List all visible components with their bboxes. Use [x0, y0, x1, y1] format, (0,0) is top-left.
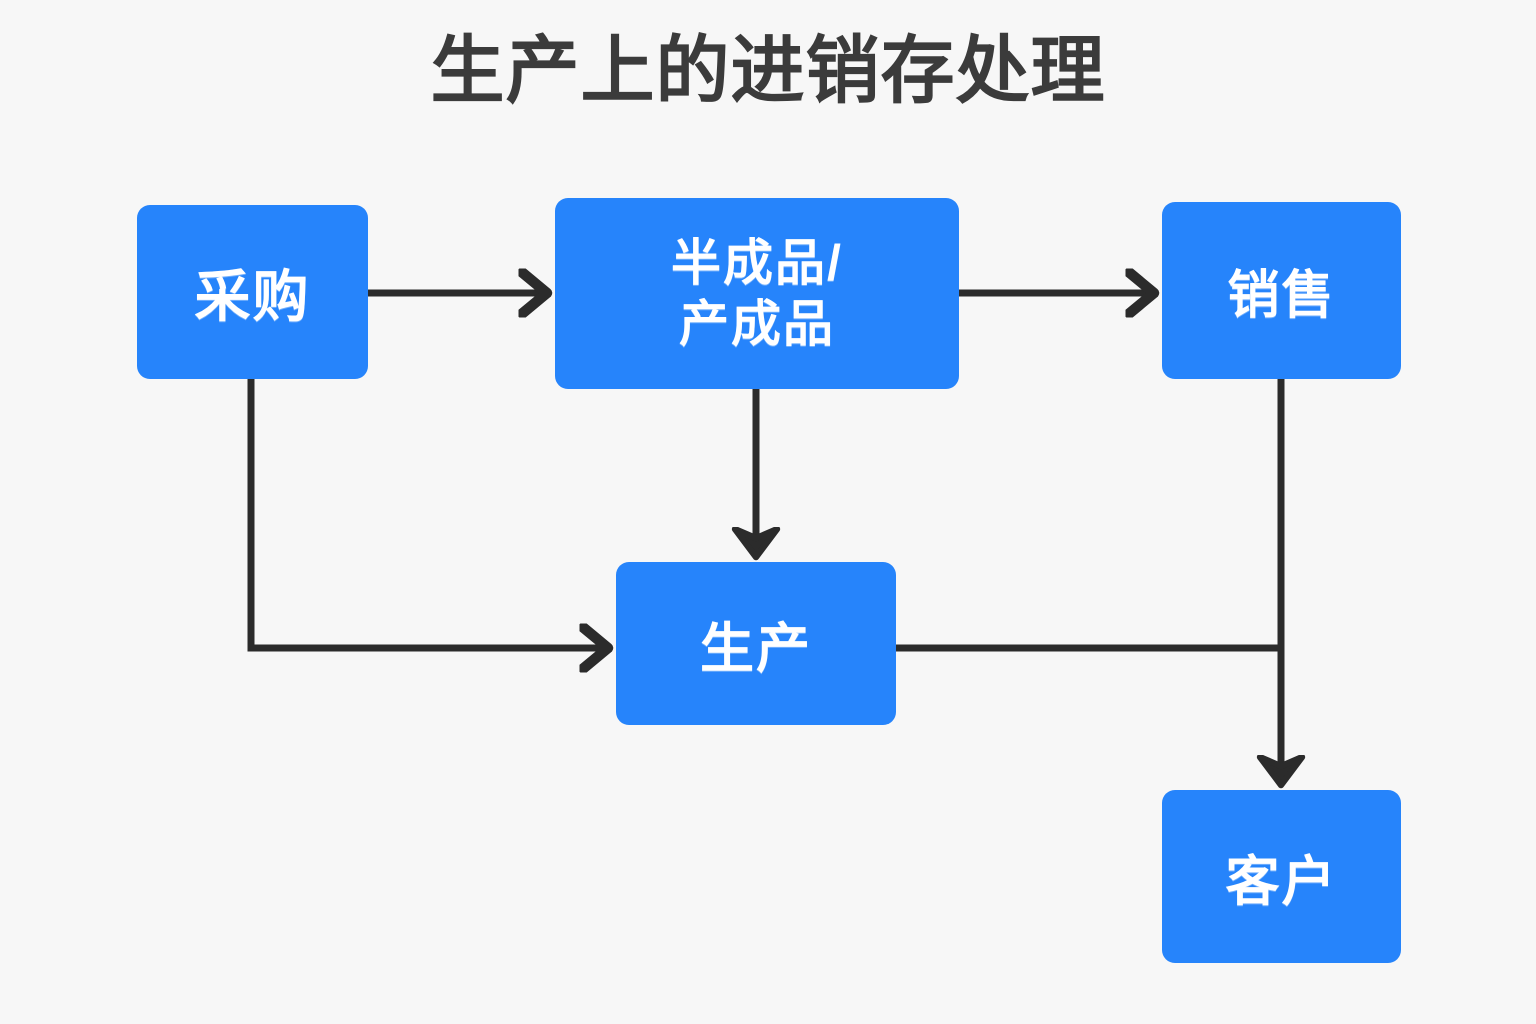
node-production-label: 生产: [700, 619, 812, 679]
node-sales-label: 销售: [1227, 267, 1336, 325]
node-sales[interactable]: 销售: [1162, 202, 1401, 379]
node-procurement-label: 采购: [194, 264, 311, 328]
edge-procurement-to-production: [247, 379, 601, 648]
page-title: 生产上的进销存处理: [430, 29, 1106, 112]
node-goods-label-line1: 半成品/: [671, 234, 843, 291]
node-customer[interactable]: 客户: [1162, 790, 1401, 963]
node-semifinished-finished-goods[interactable]: 半成品/ 产成品: [555, 198, 959, 389]
node-procurement[interactable]: 采购: [137, 205, 368, 379]
node-goods-label-line2: 产成品: [679, 295, 835, 352]
node-customer-label: 客户: [1225, 852, 1338, 912]
node-production[interactable]: 生产: [616, 562, 896, 725]
node-goods-label-wrapper: 半成品/ 产成品: [555, 233, 959, 355]
